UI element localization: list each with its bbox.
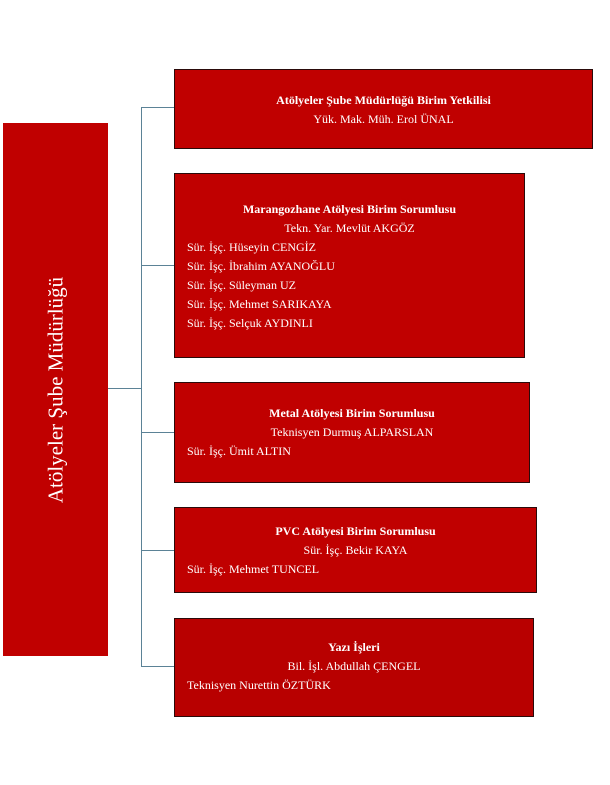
connector-3 (141, 432, 174, 433)
unit-title: Yazı İşleri (328, 640, 380, 654)
unit-head: Sür. İşç. Bekir KAYA (303, 543, 408, 557)
unit-box-pvc: PVC Atölyesi Birim Sorumlusu Sür. İşç. B… (174, 507, 537, 593)
member: Sür. İşç. Süleyman UZ (187, 278, 296, 292)
unit-head: Teknisyen Durmuş ALPARSLAN (270, 425, 434, 439)
root-unit-box: Atölyeler Şube Müdürlüğü (3, 123, 108, 656)
connector-2 (141, 265, 174, 266)
unit-box-directorate: Atölyeler Şube Müdürlüğü Birim Yetkilisi… (174, 69, 593, 149)
unit-title: PVC Atölyesi Birim Sorumlusu (275, 524, 436, 538)
member: Teknisyen Nurettin ÖZTÜRK (187, 678, 331, 692)
unit-head: Bil. İşl. Abdullah ÇENGEL (287, 659, 421, 673)
unit-title: Marangozhane Atölyesi Birim Sorumlusu (242, 202, 456, 216)
member: Sür. İşç. Ümit ALTIN (187, 444, 291, 458)
unit-head: Tekn. Yar. Mevlüt AKGÖZ (284, 221, 415, 235)
root-unit-title: Atölyeler Şube Müdürlüğü (43, 276, 67, 503)
member: Sür. İşç. İbrahim AYANOĞLU (187, 259, 335, 273)
member: Sür. İşç. Hüseyin CENGİZ (187, 240, 316, 254)
member: Sür. İşç. Mehmet SARIKAYA (187, 297, 332, 311)
connector-5 (141, 666, 174, 667)
unit-head: Yük. Mak. Müh. Erol ÜNAL (313, 112, 454, 126)
connector-4 (141, 550, 174, 551)
unit-box-metal: Metal Atölyesi Birim Sorumlusu Teknisyen… (174, 382, 530, 483)
unit-title: Metal Atölyesi Birim Sorumlusu (269, 406, 435, 420)
connector-1 (141, 107, 174, 108)
connector-root (108, 388, 142, 389)
unit-box-carpentry: Marangozhane Atölyesi Birim Sorumlusu Te… (174, 173, 525, 358)
member: Sür. İşç. Selçuk AYDINLI (187, 316, 313, 330)
connector-trunk (141, 107, 142, 667)
member: Sür. İşç. Mehmet TUNCEL (187, 562, 320, 576)
unit-title: Atölyeler Şube Müdürlüğü Birim Yetkilisi (276, 93, 491, 107)
unit-box-clerical: Yazı İşleri Bil. İşl. Abdullah ÇENGEL Te… (174, 618, 534, 717)
